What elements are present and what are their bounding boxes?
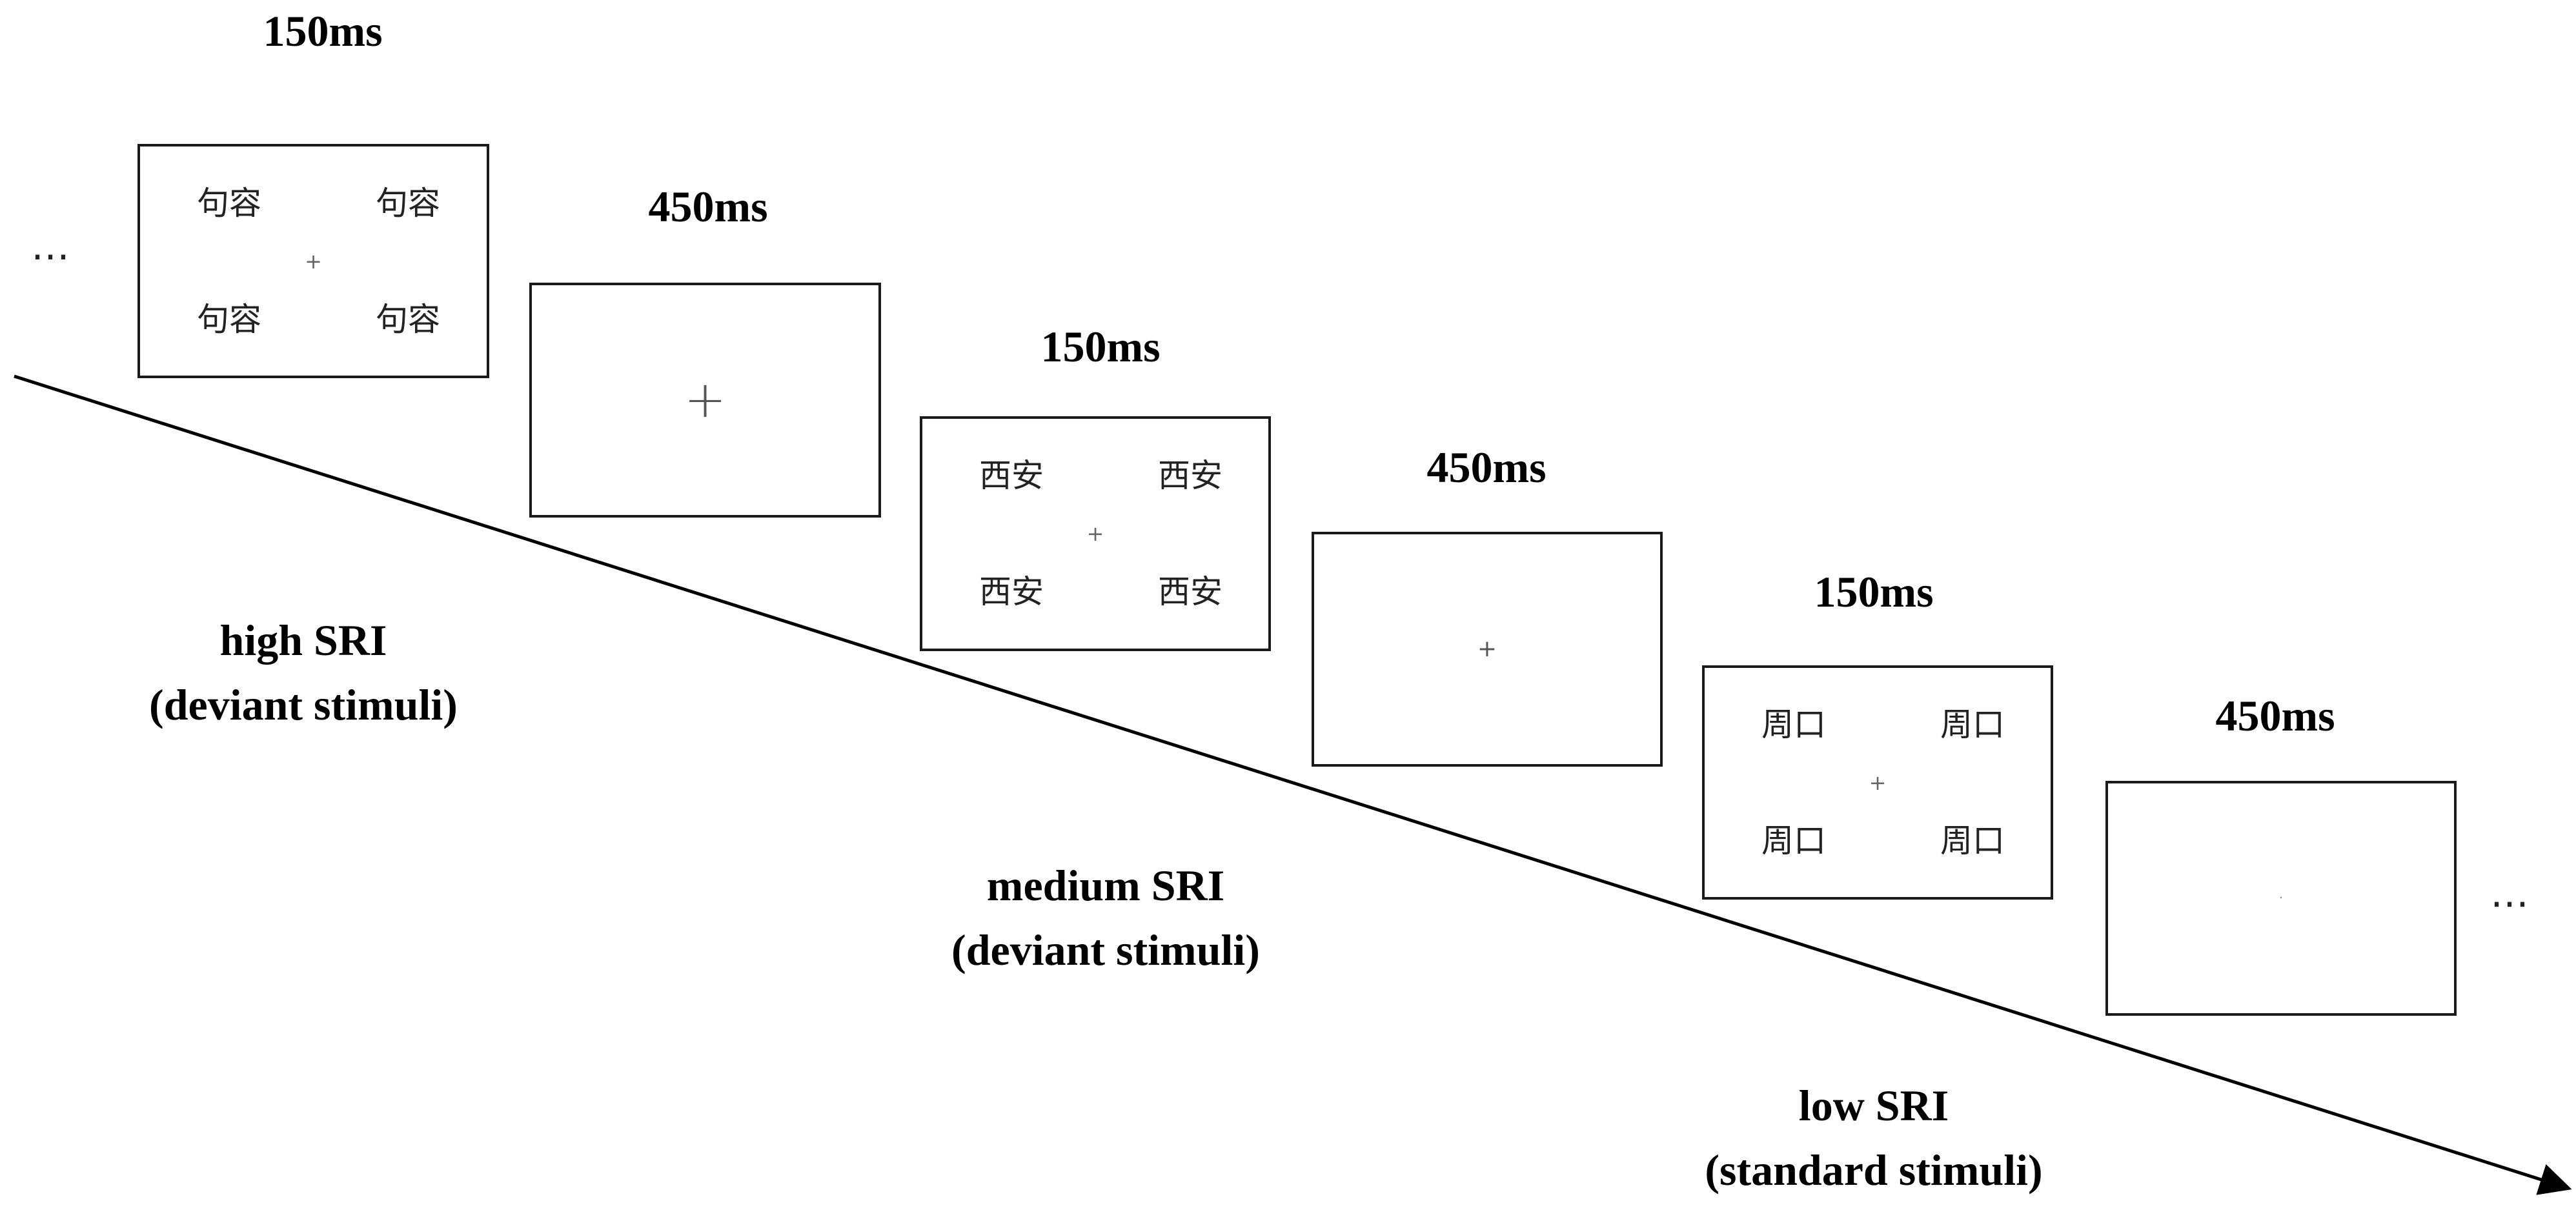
trailing-ellipsis: … — [2490, 871, 2529, 916]
stimulus-frame-low-sri: 周口 周口 周口 周口 + — [1702, 665, 2053, 900]
duration-label-1: 150ms — [263, 6, 383, 55]
stimulus-word: 西安 — [979, 573, 1044, 610]
condition-stimulus-type: (standard stimuli) — [1705, 1145, 2043, 1195]
stimulus-word: 周口 — [1761, 706, 1826, 743]
stimulus-word: 西安 — [1158, 573, 1222, 610]
stimulus-word: 周口 — [1940, 706, 2005, 743]
stimulus-frame-medium-sri: 西安 西安 西安 西安 + — [920, 416, 1271, 651]
stimulus-word: 周口 — [1940, 822, 2005, 860]
timeline-line — [14, 374, 2572, 1195]
duration-label-4: 450ms — [1426, 443, 1547, 492]
condition-label-medium-sri: medium SRI (deviant stimuli) — [951, 853, 1260, 982]
stimulus-word: 句容 — [197, 185, 261, 222]
fixation-frame-3: · — [2105, 781, 2457, 1016]
stimulus-word: 句容 — [197, 301, 261, 338]
duration-label-3: 150ms — [1040, 322, 1161, 371]
duration-label-6: 450ms — [2215, 691, 2335, 740]
condition-name: low SRI — [1798, 1081, 1949, 1130]
duration-label-2: 450ms — [648, 182, 768, 231]
condition-name: medium SRI — [986, 861, 1225, 910]
fixation-frame-1: + — [529, 283, 881, 518]
stimulus-word: 句容 — [376, 301, 440, 338]
leading-ellipsis: … — [31, 224, 70, 269]
stimulus-word: 西安 — [979, 457, 1044, 494]
stimulus-frame-high-sri: 句容 句容 句容 句容 + — [137, 144, 489, 378]
stimulus-word: 西安 — [1158, 457, 1222, 494]
condition-stimulus-type: (deviant stimuli) — [951, 925, 1260, 974]
stimulus-word: 句容 — [376, 185, 440, 222]
duration-label-5: 150ms — [1814, 567, 1934, 616]
condition-stimulus-type: (deviant stimuli) — [149, 680, 458, 729]
condition-name: high SRI — [219, 616, 387, 665]
condition-label-low-sri: low SRI (standard stimuli) — [1705, 1073, 2042, 1202]
fixation-cross: + — [305, 248, 322, 274]
fixation-cross: + — [1477, 636, 1497, 662]
fixation-cross: + — [1086, 521, 1104, 546]
condition-label-high-sri: high SRI (deviant stimuli) — [149, 608, 458, 737]
fixation-dot: · — [2279, 891, 2283, 905]
fixation-frame-2: + — [1312, 532, 1663, 767]
fixation-cross: + — [1869, 770, 1887, 795]
stimulus-word: 周口 — [1761, 822, 1826, 860]
fixation-cross: + — [684, 371, 727, 429]
